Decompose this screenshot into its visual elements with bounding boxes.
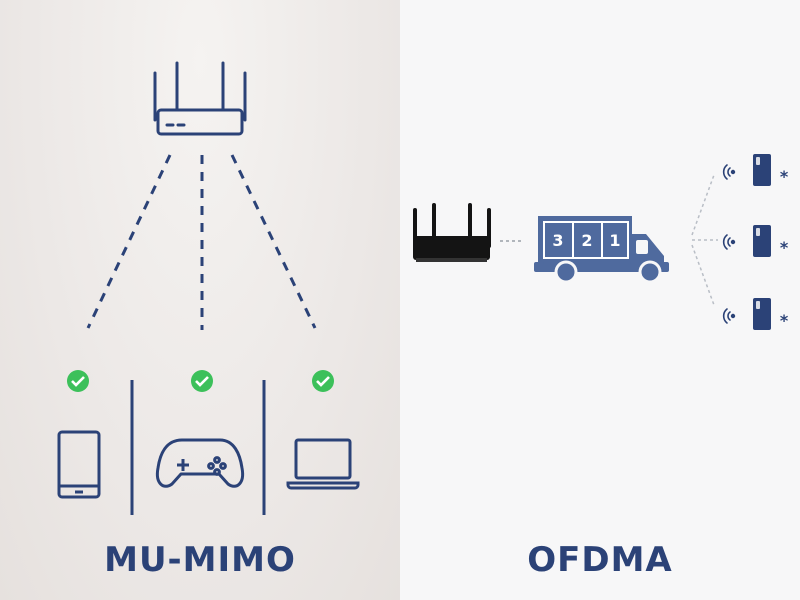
mu-mimo-illustration (57, 61, 360, 515)
device-marker: * (780, 167, 789, 186)
mu-mimo-panel: MU-MIMO (0, 0, 400, 600)
client-phone: * (722, 298, 789, 330)
mu-mimo-title: MU-MIMO (104, 540, 296, 580)
ofdma-illustration: 3 2 1 * (413, 154, 789, 330)
check-icon (67, 370, 89, 392)
client-phone: * (722, 154, 789, 186)
wifi-icon (722, 234, 736, 250)
client-phone: * (722, 225, 789, 257)
distribution-lines (691, 174, 718, 306)
phone-icon (753, 154, 771, 186)
check-icon (312, 370, 334, 392)
phone-icon (753, 225, 771, 257)
signal-beams (86, 154, 317, 330)
ofdma-panel: 3 2 1 * (400, 0, 800, 600)
router-icon (153, 61, 247, 136)
device-marker: * (780, 311, 789, 330)
truck-icon: 3 2 1 (534, 216, 669, 284)
device-marker: * (780, 238, 789, 257)
truck-segment-label: 2 (581, 231, 592, 250)
truck-segment-label: 1 (609, 231, 620, 250)
phone-icon (57, 430, 101, 499)
laptop-icon (286, 438, 360, 490)
router-icon (413, 203, 491, 262)
gamepad-icon (155, 438, 245, 488)
wifi-icon (722, 308, 736, 324)
ofdma-title: OFDMA (527, 540, 673, 580)
check-icon (191, 370, 213, 392)
wifi-icon (722, 164, 736, 180)
truck-segment-label: 3 (552, 231, 563, 250)
phone-icon (753, 298, 771, 330)
